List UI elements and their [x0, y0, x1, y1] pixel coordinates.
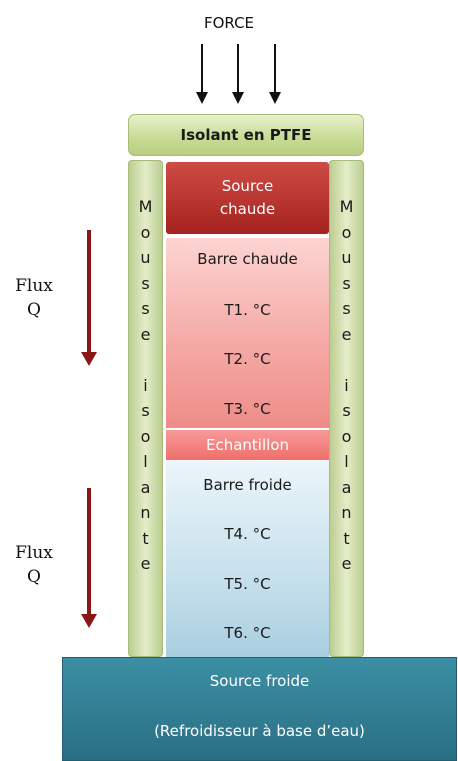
foam-right-letter: o — [341, 426, 352, 446]
foam-right-letter: o — [341, 222, 352, 242]
foam-left-letter: l — [143, 452, 148, 471]
flux-bottom-label: Flux Q — [4, 541, 64, 589]
ptfe-label: Isolant en PTFE — [180, 126, 312, 144]
flux-bottom-line2: Q — [27, 567, 41, 587]
foam-left-letter: s — [141, 401, 150, 420]
foam-left-letter: i — [143, 375, 148, 395]
flux-top-arrow-head — [81, 352, 97, 366]
foam-left-letter: t — [142, 528, 149, 548]
foam-left-letter: e — [140, 324, 151, 344]
foam-left-letter: n — [140, 503, 151, 522]
flux-bottom-arrow-shaft — [87, 488, 91, 614]
foam-left: M o u s s e i s o l a n t e — [128, 160, 163, 657]
foam-right-letter: i — [344, 375, 349, 395]
hot-source: Source chaude — [166, 162, 329, 234]
ptfe-insulator: Isolant en PTFE — [128, 114, 364, 156]
foam-right-letter: a — [341, 477, 352, 497]
foam-left-letter: s — [141, 299, 150, 318]
flux-top-line1: Flux — [15, 276, 53, 296]
foam-left-letter: u — [140, 248, 151, 267]
hot-bar-title: Barre chaude — [197, 250, 298, 268]
foam-left-letter: e — [140, 554, 151, 573]
force-arrow-left — [196, 44, 208, 104]
foam-right-letter: e — [341, 324, 352, 344]
force-arrow-middle — [232, 44, 244, 104]
foam-right: M o u s s e i s o l a n t e — [329, 160, 364, 657]
foam-right-letter: l — [344, 452, 349, 471]
temp-t5: T5. °C — [224, 575, 271, 593]
flux-top-line2: Q — [27, 300, 41, 320]
sample: Echantillon — [166, 430, 329, 460]
foam-right-letter: t — [343, 528, 350, 548]
force-arrow-right — [269, 44, 281, 104]
foam-right-letter: u — [341, 248, 352, 267]
foam-right-letter: M — [339, 197, 354, 216]
cold-source-line2: (Refroidisseur à base d’eau) — [154, 722, 365, 740]
flux-top-label: Flux Q — [4, 274, 64, 322]
temp-t2: T2. °C — [224, 350, 271, 368]
foam-right-letter: s — [342, 273, 351, 293]
flux-bottom-arrow-head — [81, 614, 97, 628]
foam-right-letter: s — [342, 299, 351, 318]
temp-t6: T6. °C — [224, 624, 271, 642]
cold-source: Source froide (Refroidisseur à base d’ea… — [62, 657, 457, 761]
flux-bottom-line1: Flux — [15, 543, 53, 563]
foam-left-letter: M — [138, 197, 153, 216]
cold-source-line1: Source froide — [209, 672, 310, 690]
foam-left-letter: o — [140, 222, 151, 242]
temp-t1: T1. °C — [224, 301, 271, 319]
foam-right-letter: n — [341, 503, 352, 522]
foam-left-letter: a — [140, 477, 151, 497]
flux-top-arrow-shaft — [87, 230, 91, 352]
foam-left-letter: o — [140, 426, 151, 446]
foam-right-letter: s — [342, 401, 351, 420]
foam-left-letter: s — [141, 273, 150, 293]
hot-source-line1: Source — [221, 177, 274, 195]
hot-bar — [166, 238, 329, 428]
force-label: FORCE — [203, 14, 255, 32]
foam-right-letter: e — [341, 554, 352, 573]
hot-source-line2: chaude — [219, 200, 276, 218]
temp-t3: T3. °C — [224, 400, 271, 418]
temp-t4: T4. °C — [224, 525, 271, 543]
sample-label: Echantillon — [206, 436, 289, 454]
cold-bar — [166, 461, 329, 657]
cold-bar-title: Barre froide — [203, 476, 292, 494]
